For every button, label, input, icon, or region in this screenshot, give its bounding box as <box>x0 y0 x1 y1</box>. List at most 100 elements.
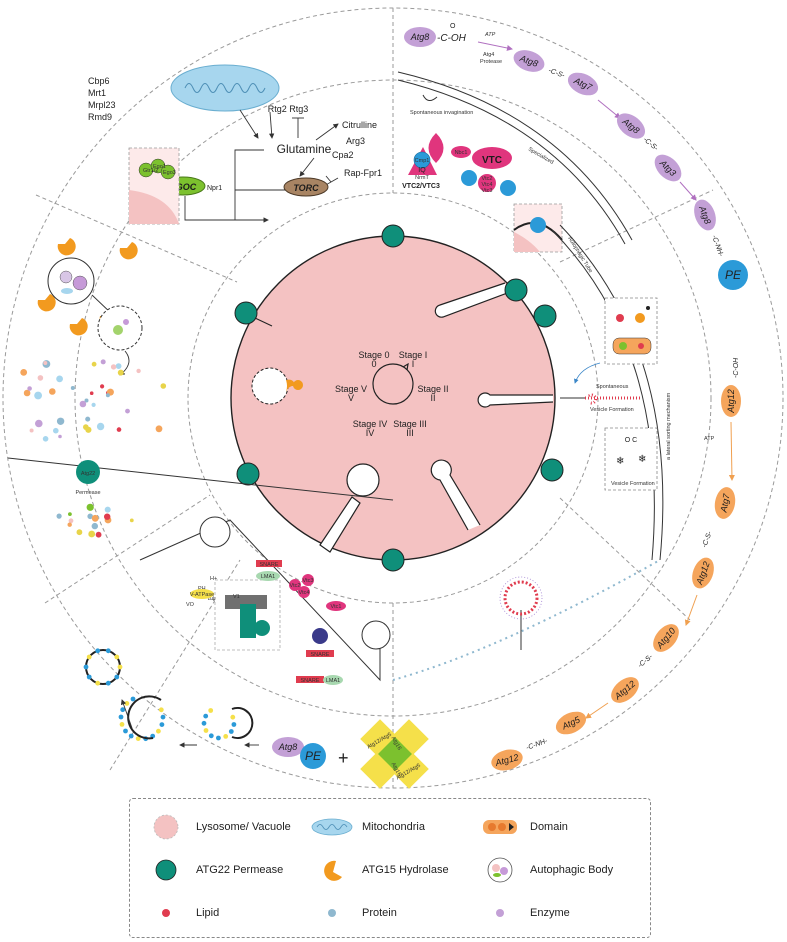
phagophore-dot <box>158 707 164 713</box>
atg7-label-2: Atg7 <box>718 492 731 514</box>
product-dot <box>104 513 111 520</box>
phagophore-dot <box>160 714 166 720</box>
atg8-label-5: Atg8 <box>278 742 298 752</box>
product-dot <box>49 388 56 395</box>
vtc-cluster-1: Vtc2 <box>481 176 492 182</box>
svg-text:Spontaneous: Spontaneous <box>596 384 629 390</box>
v-atpase-label: V-ATPase <box>190 592 214 598</box>
phagophore-dot <box>201 720 207 726</box>
product-dot <box>29 428 34 433</box>
svg-text:Atg7: Atg7 <box>718 492 731 514</box>
invagination-4 <box>346 463 380 497</box>
separator-lower-left <box>44 494 211 604</box>
svg-text:Protease: Protease <box>480 59 502 65</box>
stage-5-label: Stage V <box>335 384 367 394</box>
autophagic-body-icon <box>47 257 95 305</box>
svg-text:PH: PH <box>198 586 206 592</box>
product-dot <box>91 402 96 407</box>
plus-label: + <box>338 748 349 768</box>
autophagosome-icon <box>85 649 121 685</box>
product-dot <box>67 522 72 527</box>
product-dot <box>155 425 163 433</box>
lma1-label-2: LMA1 <box>326 678 340 684</box>
atg12-pathway: Atg12 -C-OH ATP Atg7 -C-S- Atg12 Atg10 -… <box>491 357 741 771</box>
svg-text:Stage III: Stage III <box>393 419 427 429</box>
pacman-icon <box>310 856 354 884</box>
legend-label: Mitochondria <box>362 821 425 833</box>
product-dot <box>68 518 74 524</box>
svg-text:-C-S-: -C-S- <box>637 653 655 670</box>
legend-label: Protein <box>362 907 397 919</box>
product-dot <box>91 514 99 522</box>
phagophore-dot <box>105 648 111 654</box>
svg-text:Vtc4: Vtc4 <box>298 590 309 596</box>
phagophore-dot <box>135 736 141 741</box>
svg-text:Rtg2 Rtg3: Rtg2 Rtg3 <box>268 104 309 114</box>
v1-label: V1 <box>233 594 240 600</box>
legend-item-enzyme: Enzyme <box>478 899 570 927</box>
svg-text:V: V <box>348 393 354 403</box>
atg22-permease-icon <box>533 304 557 328</box>
npr1-label: Npr1 <box>207 185 222 192</box>
spontaneous-label: Spontaneous <box>596 384 629 390</box>
phagophore-dot <box>124 701 130 706</box>
pe-label-2: PE <box>305 749 322 763</box>
oc-label: O C <box>625 437 637 444</box>
arg3-label: Arg3 <box>346 136 365 146</box>
nbc1-label: Nbc1 <box>455 150 468 156</box>
pink-circle-icon <box>144 813 188 841</box>
fusion-section: PH VO V1 Δψ H+ V-ATPase SNARE LMA1 Vtc2 … <box>139 516 391 685</box>
product-dot <box>96 422 105 431</box>
atg22-permease-icon <box>381 548 405 572</box>
phagophore-dot <box>203 728 209 733</box>
snare-label-1: SNARE <box>260 562 279 568</box>
phagophore-dot <box>159 722 165 727</box>
lma1-label: LMA1 <box>261 574 275 580</box>
ego3-label: Ego3 <box>163 170 176 176</box>
phagophore-dot <box>119 722 125 727</box>
product-dot <box>37 375 44 381</box>
stage-0-label: Stage 0 <box>358 350 389 360</box>
phagophore-dot <box>83 664 89 670</box>
torc-complex-icon <box>283 177 329 197</box>
torc-pathway: Cbp6 Mrt1 Mrpl23 Rmd9 Rtg2 Rtg3 Glutamin… <box>88 64 382 225</box>
nrmt-label: NrmT <box>415 175 429 181</box>
permease-label: Permease <box>75 490 100 496</box>
product-dot <box>68 512 72 516</box>
domain-icon <box>478 813 522 841</box>
svg-text:-C-OH: -C-OH <box>733 357 740 378</box>
citrulline-label: Citrulline <box>342 120 377 130</box>
svg-text:H+: H+ <box>210 576 217 582</box>
vesicle-inset <box>604 427 658 491</box>
svg-text:NrmT: NrmT <box>415 175 429 181</box>
o-label: O <box>450 23 456 30</box>
legend-item-atg22: ATG22 Permease <box>144 856 283 884</box>
vtc1-label: Vtc1 <box>330 604 341 610</box>
phagophore-dot <box>230 714 236 720</box>
snare-label-2: SNARE <box>311 652 330 658</box>
atg22-permease-icon <box>381 224 405 248</box>
atg22-label: Atg22 <box>81 471 95 477</box>
svg-text:Stage 0: Stage 0 <box>358 350 389 360</box>
lateral-sorting-label: a lateral sorting mechanism <box>666 392 672 460</box>
stage-cycle-icon <box>372 363 414 405</box>
svg-text:Vtc2: Vtc2 <box>289 583 300 589</box>
autophagosome-formation: Atg8 PE + Atg12/Atg5 Atg16 Atg16 Atg12/A… <box>83 648 429 789</box>
svg-text:Δψ: Δψ <box>208 596 216 602</box>
vtc2-vtc3-label: VTC2/VTC3 <box>402 183 440 190</box>
svg-text:Arg3: Arg3 <box>346 136 365 146</box>
product-dot <box>104 506 111 513</box>
svg-text:-C-S-: -C-S- <box>642 136 660 153</box>
c-oh-label: -C-OH <box>733 357 740 378</box>
svg-text:EGOC: EGOC <box>170 182 197 192</box>
product-dot <box>70 386 75 390</box>
svg-text:Atg22: Atg22 <box>81 471 95 477</box>
vtc-item-3: Vtc4 <box>298 590 309 596</box>
nbc1-icon <box>451 146 471 158</box>
svg-text:Stage V: Stage V <box>335 384 367 394</box>
autophagic-body-icon <box>478 856 522 884</box>
svg-text:Vtc4: Vtc4 <box>481 182 492 188</box>
stage-3-label: Stage III <box>393 419 427 429</box>
legend-label: Autophagic Body <box>530 864 614 876</box>
